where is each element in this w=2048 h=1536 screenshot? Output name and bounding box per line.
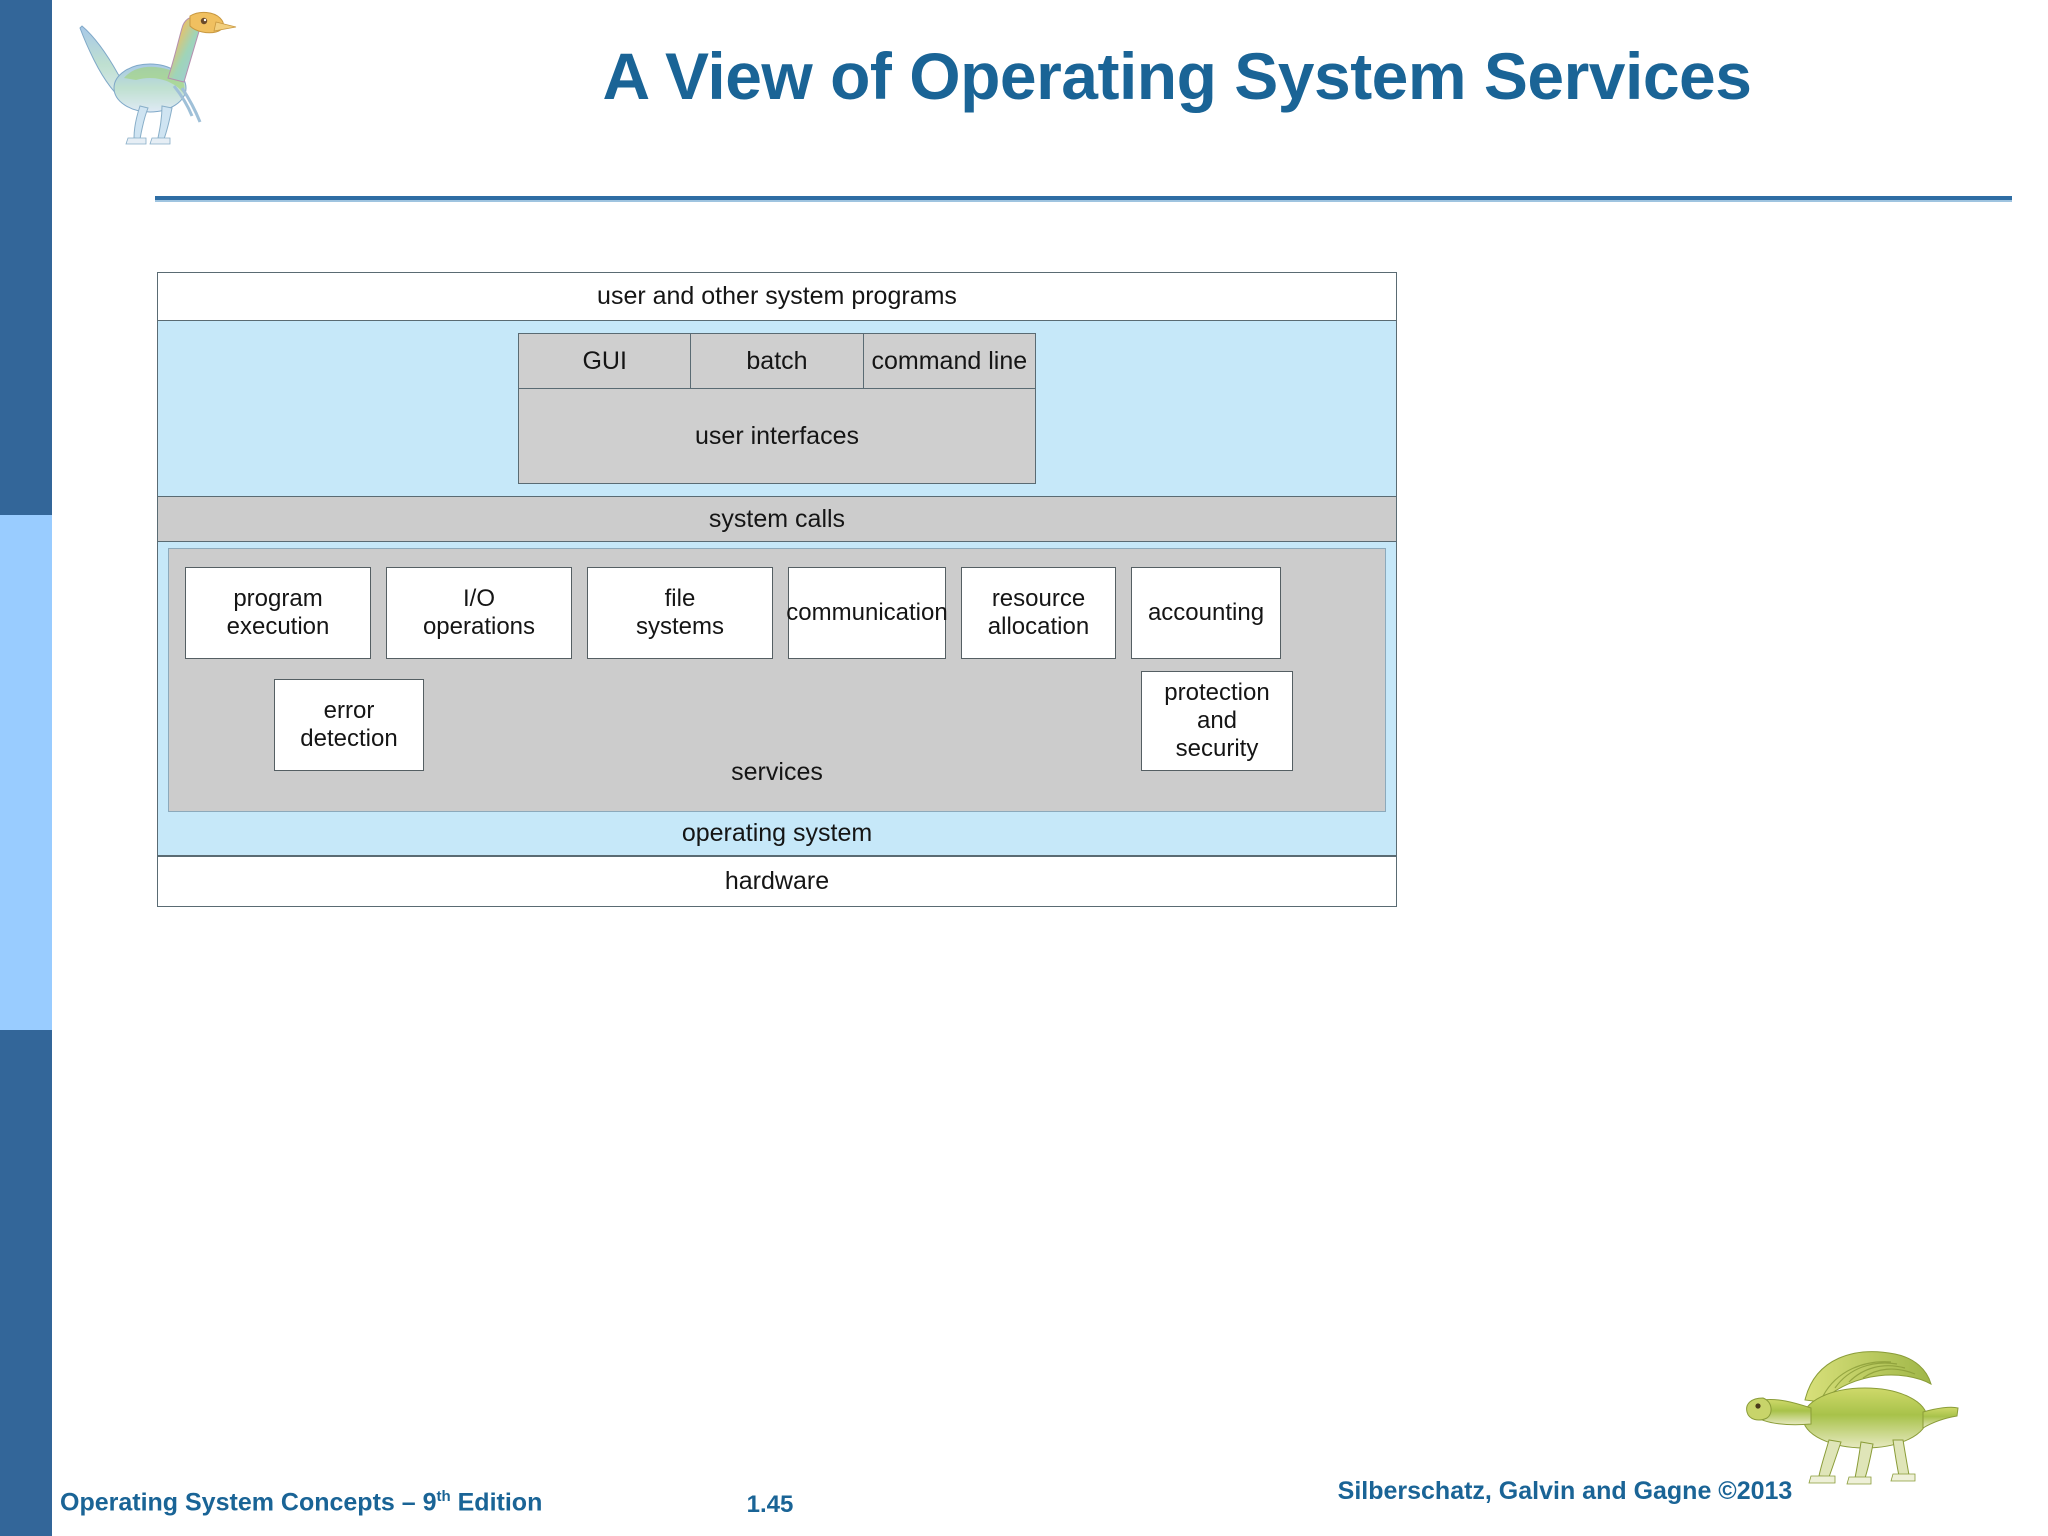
dinosaur-icon-footer [1746, 1351, 1959, 1485]
sidebar-accent-top [0, 0, 52, 515]
band-system-calls: system calls [158, 497, 1396, 542]
band-hardware: hardware [158, 856, 1396, 906]
operating-system-label: operating system [168, 812, 1386, 855]
service-accounting[interactable]: accounting [1131, 567, 1281, 659]
footer-edition-prefix: Operating System Concepts – 9 [60, 1488, 437, 1517]
os-services-diagram: user and other system programs GUI batch… [157, 272, 1397, 907]
user-interfaces-label: user interfaces [695, 421, 859, 450]
title-divider [155, 196, 2012, 202]
footer-edition: Operating System Concepts – 9th Edition [60, 1488, 542, 1517]
title-band: A View of Operating System Services [52, 0, 2048, 202]
footer-edition-suffix: Edition [450, 1488, 543, 1517]
page-title: A View of Operating System Services [602, 39, 1752, 113]
slide-number: 1.45 [746, 1491, 794, 1518]
ui-mode-gui[interactable]: GUI [519, 334, 692, 388]
dinosaur-icon [79, 11, 237, 145]
band-user-programs: user and other system programs [158, 273, 1396, 321]
footer-copyright: Silberschatz, Galvin and Gagne ©2013 [1337, 1477, 1793, 1505]
user-interface-modes: GUI batch command line [519, 334, 1035, 389]
sidebar-accent-middle [0, 515, 52, 1030]
service-communication[interactable]: communication [786, 567, 948, 659]
footer-edition-ordinal: th [436, 1488, 451, 1505]
band-user-interfaces: GUI batch command line user interfaces [158, 321, 1396, 497]
sidebar-accent-bottom [0, 1030, 52, 1536]
ui-mode-command-line[interactable]: command line [871, 346, 1028, 375]
ui-mode-batch[interactable]: batch [691, 334, 864, 388]
user-interface-box: GUI batch command line user interfaces [518, 333, 1036, 484]
services-label: services [731, 758, 823, 786]
